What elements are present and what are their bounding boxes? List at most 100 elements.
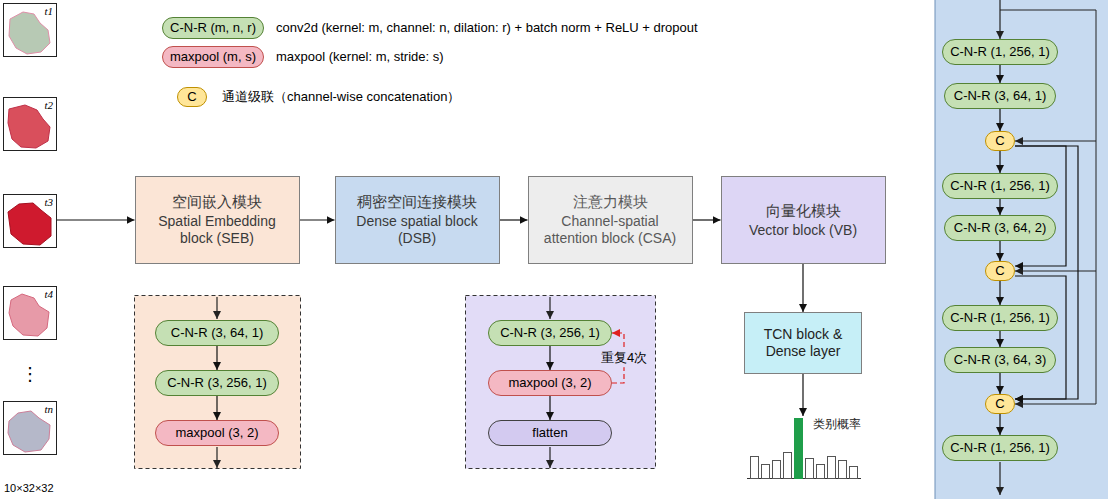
node-text: TCN block & Dense layer bbox=[753, 326, 853, 360]
input-frame-image bbox=[9, 294, 49, 336]
field-parcel bbox=[8, 105, 50, 148]
flow-arrow bbox=[549, 447, 550, 468]
legend-concat-pill: C bbox=[177, 87, 207, 107]
node-text: C-N-R (3, 64, 1) bbox=[954, 88, 1046, 104]
bar bbox=[839, 461, 847, 479]
conv-pill: C-N-R (1, 256, 1) bbox=[942, 435, 1058, 461]
input-frame: tn bbox=[3, 401, 57, 455]
flow-arrow bbox=[1015, 276, 1066, 399]
input-frame: t4 bbox=[3, 286, 57, 340]
input-frame: t2 bbox=[3, 97, 57, 151]
bar-highlight bbox=[795, 419, 803, 479]
flow-arrow bbox=[549, 396, 550, 420]
flow-arrow bbox=[999, 109, 1000, 131]
legend-description: conv2d (kernel: m, channel: n, dilation:… bbox=[276, 20, 698, 36]
bar bbox=[817, 465, 825, 479]
legend-conv-pill: C-N-R (m, n, r) bbox=[162, 17, 264, 39]
flow-arrow bbox=[216, 396, 217, 420]
node-text: C-N-R (1, 256, 1) bbox=[950, 178, 1050, 194]
conv-pill: C-N-R (1, 256, 1) bbox=[942, 39, 1058, 65]
panel-output-arrow bbox=[999, 462, 1000, 495]
node-text: C bbox=[995, 133, 1004, 149]
node-text: C bbox=[995, 263, 1004, 279]
conv-pill: C-N-R (3, 64, 1) bbox=[944, 83, 1056, 109]
flow-arrow bbox=[500, 219, 528, 220]
node-text: C-N-R (3, 256, 1) bbox=[500, 325, 600, 341]
input-frame: t3 bbox=[3, 194, 57, 248]
flow-arrow bbox=[693, 219, 721, 220]
flow-arrow bbox=[999, 199, 1000, 215]
node-text: C bbox=[187, 89, 196, 105]
node-text: C-N-R (3, 64, 2) bbox=[954, 220, 1046, 236]
conv-pill: C-N-R (1, 256, 1) bbox=[942, 173, 1058, 199]
flow-arrow bbox=[802, 264, 803, 312]
flow-arrow bbox=[802, 374, 803, 416]
node-text: flatten bbox=[532, 425, 567, 441]
pool-pill: maxpool (3, 2) bbox=[488, 370, 612, 396]
node-text: C-N-R (3, 256, 1) bbox=[167, 375, 267, 391]
node-text: C-N-R (1, 256, 1) bbox=[950, 440, 1050, 456]
flow-arrow bbox=[216, 447, 217, 468]
module-box: 空间嵌入模块 Spatial Embedding block (SEB) bbox=[135, 176, 300, 264]
node-text: Vector block (VB) bbox=[749, 222, 857, 239]
conv-pill: C-N-R (3, 64, 2) bbox=[944, 215, 1056, 241]
flow-arrow bbox=[999, 373, 1000, 394]
conv-pill: C-N-R (1, 256, 1) bbox=[942, 305, 1058, 331]
bar bbox=[850, 467, 858, 479]
input-frame-image bbox=[9, 12, 50, 54]
module-box: 向量化模块Vector block (VB) bbox=[721, 176, 886, 264]
node-text: C-N-R (m, n, r) bbox=[170, 20, 256, 36]
dense-block-panel bbox=[935, 0, 1108, 499]
skip-wire bbox=[1015, 141, 1096, 142]
node-text: 稠密空间连接模块 bbox=[357, 193, 477, 211]
flow-arrow bbox=[999, 414, 1000, 435]
flow-arrow bbox=[999, 65, 1000, 83]
input-frame: t1 bbox=[3, 3, 57, 57]
flow-arrow bbox=[57, 219, 135, 220]
node-text: Dense spatial block (DSB) bbox=[344, 213, 491, 247]
seb-detail-panel bbox=[135, 296, 301, 469]
bar bbox=[806, 459, 814, 479]
concat-node: C bbox=[985, 261, 1015, 281]
field-parcel bbox=[9, 12, 50, 54]
bar bbox=[773, 461, 781, 479]
bar bbox=[784, 453, 792, 479]
concat-node: C bbox=[985, 394, 1015, 414]
conv-pill: C-N-R (3, 256, 1) bbox=[488, 320, 612, 346]
node-text: maxpool (3, 2) bbox=[508, 375, 591, 391]
node-text: C-N-R (3, 64, 1) bbox=[171, 325, 263, 341]
flow-arrow bbox=[999, 281, 1000, 305]
flow-arrow bbox=[549, 346, 550, 370]
input-frame-image bbox=[8, 411, 50, 452]
flow-arrow bbox=[1015, 146, 1066, 266]
node-text: C-N-R (3, 64, 3) bbox=[954, 352, 1046, 368]
node-text: maxpool (m, s) bbox=[170, 49, 256, 65]
skip-wire bbox=[1015, 271, 1096, 272]
pool-pill: maxpool (3, 2) bbox=[155, 420, 279, 446]
module-box: 注意力模块Channel-spatial attention block (CS… bbox=[528, 176, 693, 264]
node-text: maxpool (3, 2) bbox=[175, 425, 258, 441]
bar bbox=[751, 457, 759, 479]
concat-node: C bbox=[985, 131, 1015, 151]
node-text: 空间嵌入模块 bbox=[172, 193, 262, 211]
legend-description: maxpool (kernel: m, stride: s) bbox=[276, 49, 444, 65]
conv-pill: C-N-R (3, 64, 3) bbox=[944, 347, 1056, 373]
node-text: Channel-spatial attention block (CSA) bbox=[537, 213, 684, 247]
node-text: C-N-R (1, 256, 1) bbox=[950, 310, 1050, 326]
flow-arrow bbox=[300, 219, 335, 220]
input-frame-image bbox=[8, 105, 50, 148]
skip-wire bbox=[1000, 10, 1096, 404]
node-text: Spatial Embedding block (SEB) bbox=[144, 213, 291, 247]
flow-arrow bbox=[216, 346, 217, 370]
tcn-box: TCN block & Dense layer bbox=[744, 312, 862, 374]
ellipsis-mark: ⋮ bbox=[21, 364, 39, 386]
node-text: tn bbox=[44, 403, 53, 416]
legend-pool-pill: maxpool (m, s) bbox=[162, 46, 264, 68]
bar bbox=[762, 465, 770, 479]
flow-arrow bbox=[549, 297, 550, 319]
input-frame-image bbox=[8, 203, 51, 245]
field-parcel bbox=[8, 203, 51, 245]
node-text: t2 bbox=[44, 99, 53, 112]
flow-arrow bbox=[999, 241, 1000, 261]
panel-input-arrow bbox=[999, 0, 1000, 39]
